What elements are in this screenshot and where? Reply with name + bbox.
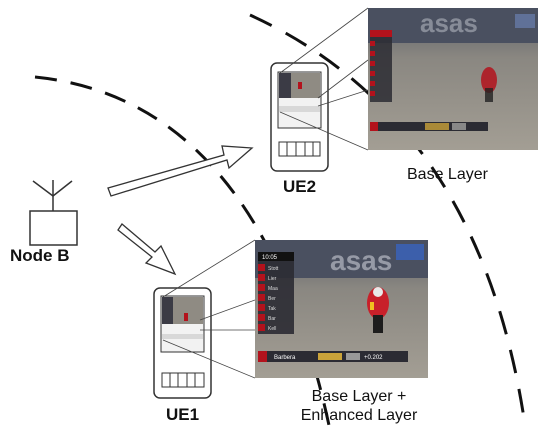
overlay-row-1: Stott bbox=[268, 266, 279, 272]
overlay-row-7: Kell bbox=[268, 326, 276, 332]
svg-text:asas: asas bbox=[330, 245, 392, 276]
coverage-arc-outer bbox=[249, 13, 527, 426]
node-b-label: Node B bbox=[10, 246, 70, 265]
ue1-video-frame: asas 10:05 Stott Lier Maa Ber Tak Bar Ke… bbox=[255, 240, 428, 378]
ue1-handset-icon bbox=[153, 287, 212, 399]
svg-text:asas: asas bbox=[420, 8, 478, 38]
overlay-row-3: Maa bbox=[268, 286, 278, 292]
ue1-zoom-lines bbox=[162, 239, 256, 379]
ue1-label: UE1 bbox=[166, 405, 200, 424]
overlay-clock: 10:05 bbox=[262, 255, 278, 261]
ue2-label: UE2 bbox=[283, 177, 317, 196]
overlay-row-6: Bar bbox=[268, 316, 276, 322]
overlay-leader-gap: +0.202 bbox=[364, 355, 383, 361]
base-enhanced-caption: Base Layer + Enhanced Layer bbox=[284, 387, 434, 425]
overlay-row-4: Ber bbox=[268, 296, 276, 302]
base-enhanced-caption-line1: Base Layer + bbox=[311, 388, 407, 405]
arrow-to-ue2 bbox=[107, 145, 254, 197]
base-layer-caption: Base Layer bbox=[407, 166, 488, 183]
ue2-zoom-lines bbox=[279, 7, 369, 151]
motorcycle-rider bbox=[367, 287, 389, 333]
ue2-video-frame: asas bbox=[368, 8, 538, 150]
overlay-rider-rows: Stott Lier Maa Ber Tak Bar Kell bbox=[258, 264, 279, 332]
arrow-to-ue1 bbox=[117, 223, 177, 276]
overlay-row-2: Lier bbox=[268, 276, 277, 282]
base-enhanced-caption-line2: Enhanced Layer bbox=[300, 407, 418, 424]
overlay-leader-name: Barbera bbox=[274, 355, 296, 361]
ue2-handset-icon bbox=[270, 62, 329, 172]
overlay-row-5: Tak bbox=[268, 306, 276, 312]
node-b-antenna-icon bbox=[29, 180, 78, 246]
